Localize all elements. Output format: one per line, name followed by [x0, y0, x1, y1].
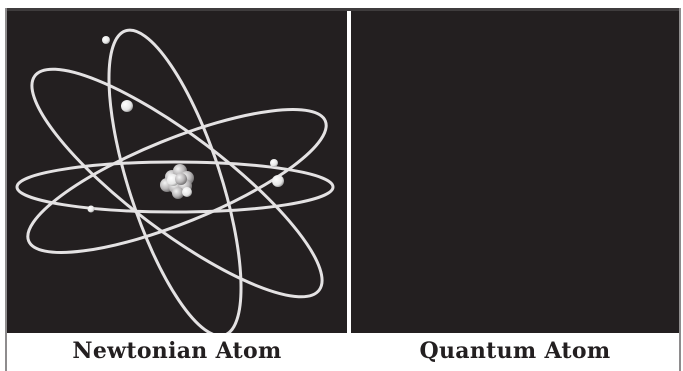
electron-icon [121, 100, 133, 112]
electron-icon [102, 36, 110, 44]
orbit-tilted-right [26, 108, 328, 254]
electron-icon [270, 159, 278, 167]
electron-icon [87, 205, 95, 213]
orbit-horizontal [15, 160, 335, 214]
quantum-atom-caption: Quantum Atom [419, 338, 611, 364]
newtonian-atom-panel [7, 11, 347, 333]
electron-icon [272, 175, 284, 187]
nucleus-icon [160, 164, 194, 199]
orbit-vertical [107, 28, 243, 333]
quantum-atom-panel [351, 11, 679, 333]
newtonian-atom-caption: Newtonian Atom [72, 338, 282, 364]
panel-divider [347, 11, 351, 333]
atom-orbits-icon [15, 28, 335, 333]
left-border [5, 8, 7, 371]
orbit-tilted-left [30, 67, 324, 299]
top-rule [5, 8, 680, 11]
right-border [679, 8, 681, 371]
